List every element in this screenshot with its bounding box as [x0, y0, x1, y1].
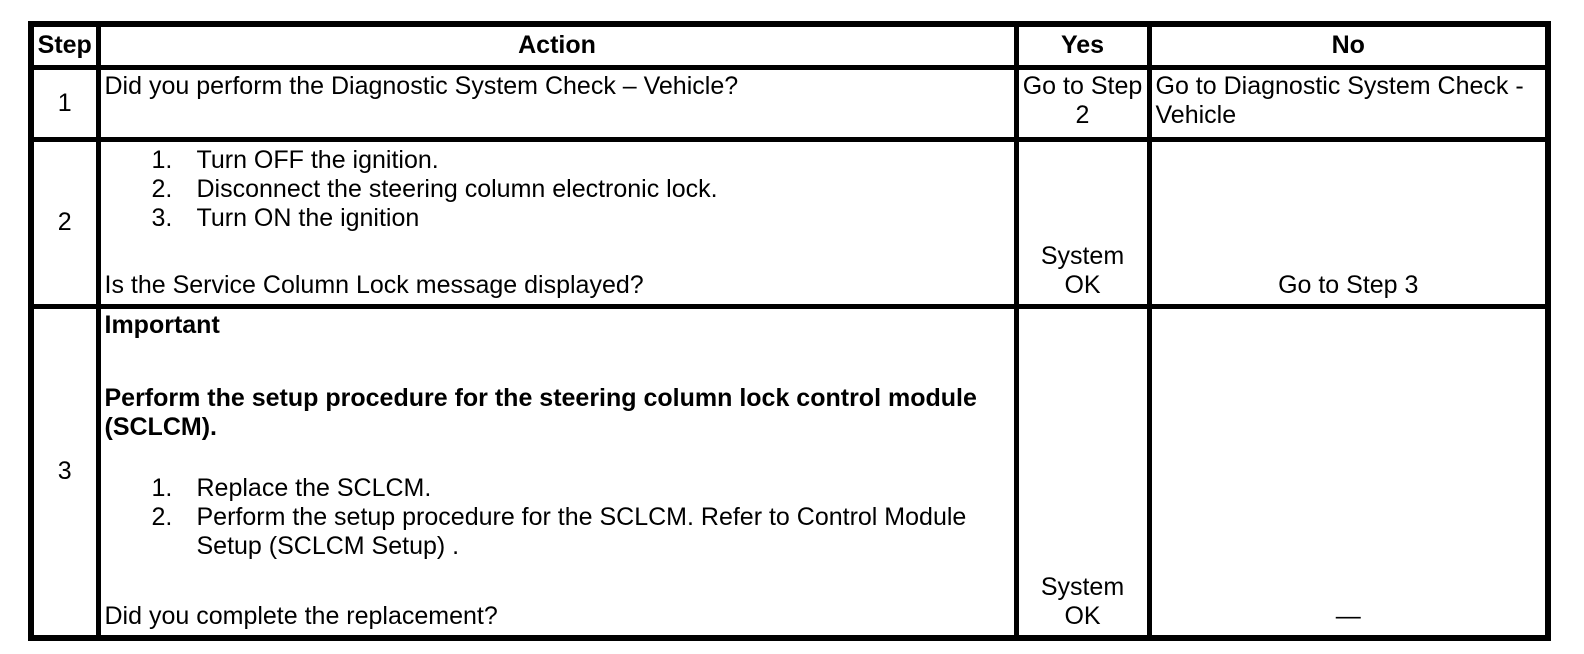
list-item: 2. Disconnect the steering column electr…	[105, 175, 1010, 204]
list-item-number: 2.	[151, 502, 173, 531]
yes-value: System OK	[1040, 241, 1125, 299]
action-steps-list: 1. Turn OFF the ignition. 2. Disconnect …	[105, 146, 1010, 233]
yes-cell: System OK	[1013, 136, 1152, 309]
list-item-number: 1.	[151, 473, 173, 502]
no-value: Go to Step 3	[1278, 270, 1419, 299]
list-item-text: Turn OFF the ignition.	[196, 145, 439, 174]
table-row-step-1: 1 Did you perform the Diagnostic System …	[28, 64, 1551, 142]
important-text: Perform the setup procedure for the stee…	[104, 383, 977, 441]
list-item-text: Perform the setup procedure for the SCLC…	[196, 502, 967, 560]
col-header-action: Action	[95, 21, 1019, 70]
step-number: 3	[28, 303, 101, 640]
step-number: 1	[28, 64, 101, 142]
list-item-number: 2.	[151, 174, 173, 203]
list-item-number: 3.	[151, 203, 173, 232]
list-item-text: Replace the SCLCM.	[196, 473, 432, 502]
diagnostic-steps-table: Step Action Yes No 1 Did you perform the…	[28, 21, 1551, 641]
yes-value: Go to Step 2	[1022, 71, 1143, 129]
no-cell: —	[1146, 303, 1551, 640]
table-row-step-3: 3 Important Perform the setup procedure …	[28, 303, 1551, 640]
list-item-text: Turn ON the ignition	[196, 203, 420, 232]
list-item: 1. Replace the SCLCM.	[105, 474, 1010, 503]
col-header-no: No	[1146, 21, 1551, 70]
list-item-text: Disconnect the steering column electroni…	[196, 174, 718, 203]
list-item-number: 1.	[151, 145, 173, 174]
action-cell: 1. Turn OFF the ignition. 2. Disconnect …	[95, 136, 1019, 309]
yes-cell: Go to Step 2	[1013, 64, 1152, 142]
important-label: Important	[104, 310, 220, 339]
header-row: Step Action Yes No	[28, 21, 1551, 70]
action-question: Did you perform the Diagnostic System Ch…	[104, 71, 739, 100]
yes-value: System OK	[1040, 572, 1125, 630]
table-row-step-2: 2 1. Turn OFF the ignition. 2. Disconnec…	[28, 136, 1551, 309]
no-value: —	[1335, 601, 1361, 630]
yes-cell: System OK	[1013, 303, 1152, 640]
action-cell: Did you perform the Diagnostic System Ch…	[95, 64, 1019, 142]
list-item: 2. Perform the setup procedure for the S…	[105, 503, 1010, 561]
no-cell: Go to Step 3	[1146, 136, 1551, 309]
action-steps-list: 1. Replace the SCLCM. 2. Perform the set…	[105, 474, 1010, 561]
list-item: 1. Turn OFF the ignition.	[105, 146, 1010, 175]
list-item: 3. Turn ON the ignition	[105, 204, 1010, 233]
action-question: Did you complete the replacement?	[104, 601, 498, 630]
action-question: Is the Service Column Lock message displ…	[104, 270, 644, 299]
no-cell: Go to Diagnostic System Check - Vehicle	[1146, 64, 1551, 142]
col-header-step: Step	[28, 21, 101, 70]
step-number: 2	[28, 136, 101, 309]
no-value: Go to Diagnostic System Check - Vehicle	[1155, 71, 1524, 129]
action-cell: Important Perform the setup procedure fo…	[95, 303, 1019, 640]
col-header-yes: Yes	[1013, 21, 1152, 70]
